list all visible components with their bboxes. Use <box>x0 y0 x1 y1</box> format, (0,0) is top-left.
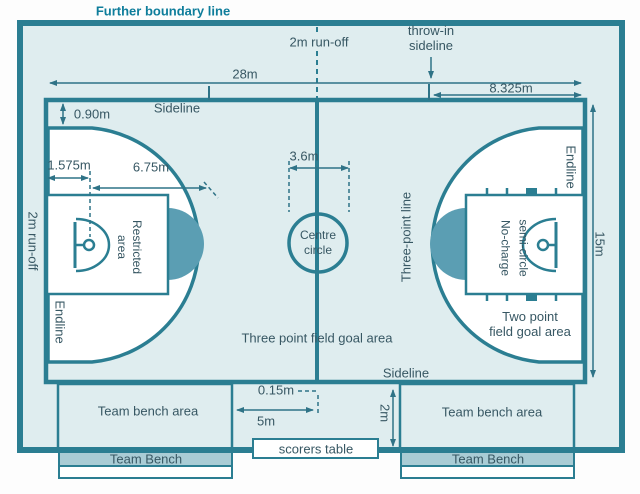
two-point-line2: field goal area <box>489 324 571 339</box>
key-right <box>464 193 586 296</box>
lane-ticks-right <box>485 188 558 301</box>
sideline-top-label: Sideline <box>153 100 201 116</box>
team-bench-right-label: Team Bench <box>451 451 525 467</box>
dim-2m-label: 2m <box>377 403 393 423</box>
dim-015-label: 0.15m <box>257 382 295 398</box>
free-throw-semicircle-left <box>168 208 204 280</box>
two-point-line1: Two point <box>502 309 558 324</box>
team-bench-left-under-bar <box>58 465 233 479</box>
runoff-left-label: 2m run-off <box>25 211 41 271</box>
dim-090-label: 0.90m <box>73 106 111 122</box>
centre-circle-line2: circle <box>303 243 332 257</box>
basket-right <box>521 217 558 273</box>
dim-5m-label: 5m <box>256 413 276 429</box>
dim-675-label: 6.75m <box>132 159 170 175</box>
team-bench-area-left-label: Team bench area <box>97 403 199 419</box>
team-bench-left-label: Team Bench <box>109 451 183 467</box>
no-charge-label-line2: semi-circle <box>516 219 531 277</box>
restricted-line2: area <box>115 234 129 260</box>
dim-28m-label: 28m <box>232 66 258 82</box>
lane-block-right-top <box>526 188 537 195</box>
runoff-top-label: 2m run-off <box>289 34 349 50</box>
dim-36-label: 3.6m <box>289 148 319 164</box>
dim-15m-label: 15m <box>592 231 608 257</box>
centre-circle-label: Centre circle <box>300 228 336 258</box>
centre-circle <box>287 212 349 274</box>
three-point-line-label: Three-point line <box>398 191 414 283</box>
three-point-area-label: Three point field goal area <box>241 330 393 346</box>
scorers-table-box <box>252 438 379 459</box>
throw-in-line1: throw-in <box>407 23 455 38</box>
free-throw-semicircle-right <box>430 208 466 280</box>
sideline-bottom-label: Sideline <box>382 365 430 381</box>
restricted-area-label: Restricted area <box>114 220 144 274</box>
lane-block-right-bottom <box>526 294 537 301</box>
endline-right-label: Endline <box>563 145 579 189</box>
no-charge-label-line1: No-charge <box>498 219 513 277</box>
team-bench-right-under-bar <box>400 465 575 479</box>
scorers-table-label: scorers table <box>278 441 354 457</box>
court-outline <box>43 97 588 385</box>
endline-left-label: Endline <box>52 300 68 344</box>
restricted-line1: Restricted <box>130 219 144 275</box>
centre-circle-line1: Centre <box>299 228 337 242</box>
page-title: Further boundary line <box>95 3 231 19</box>
throw-in-line2: sideline <box>408 38 454 53</box>
team-bench-area-right-box <box>398 382 576 452</box>
dashed-guides <box>89 161 350 414</box>
dim-8325-label: 8.325m <box>489 80 533 96</box>
team-bench-area-right-label: Team bench area <box>441 404 543 420</box>
dim-1575-label: 1.575m <box>47 157 91 173</box>
dimension-lines <box>47 57 596 447</box>
throw-in-sideline-label: throw-in sideline <box>408 23 454 53</box>
team-bench-area-left-box <box>56 382 234 452</box>
two-point-area-label: Two point field goal area <box>489 309 571 339</box>
key-left <box>44 193 170 296</box>
